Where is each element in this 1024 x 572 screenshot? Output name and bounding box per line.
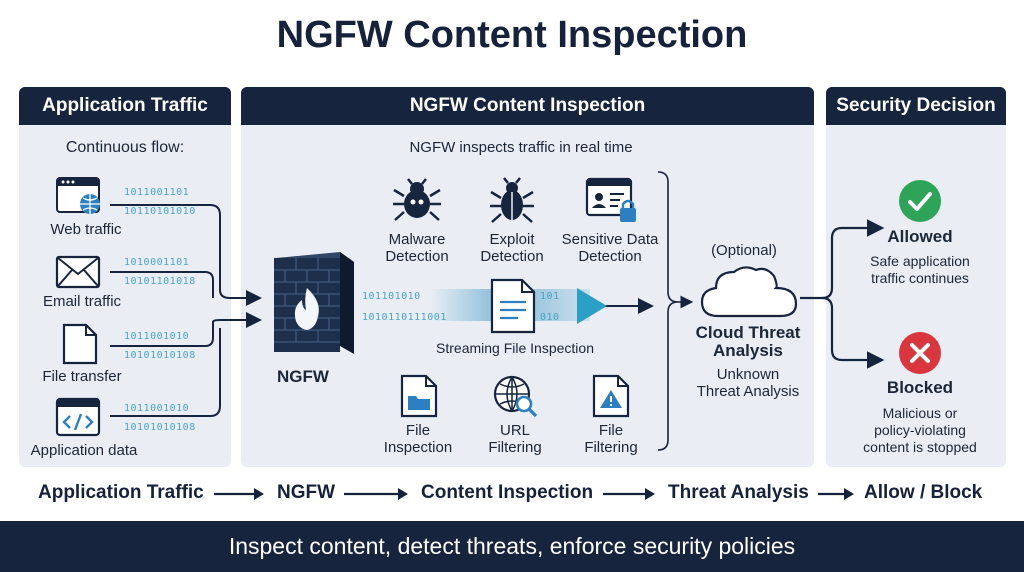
flow-step: Threat Analysis [668,482,809,503]
flow-step: Application Traffic [38,482,204,503]
bits-line: 1011001101 [124,187,190,198]
realtime-inspection-label: NGFW inspects traffic in real time [409,139,633,156]
bits-line: 1011001010 [124,331,190,342]
page-title: NGFW Content Inspection [276,14,748,56]
label-line: Filtering [488,439,542,456]
web-traffic-bits: 1011001101 10110101010 [124,186,196,218]
label-line: content is stopped [863,439,977,455]
bits-line: 1010110111001 [362,312,447,323]
label-line: Cloud Threat [695,323,801,342]
bits-line: 101 [540,291,560,302]
bits-line: 10101010108 [124,422,196,433]
bits-line: 101101010 [362,291,421,302]
globe-magnifier-icon [492,374,538,423]
cloud-icon [700,264,798,325]
application-data-bits: 1011001010 10101010108 [124,402,196,434]
bits-line: 10101010108 [124,350,196,361]
flow-summary: Application Traffic NGFW Content Inspect… [0,482,1024,506]
arrow-right-icon [818,488,854,500]
continuous-flow-label: Continuous flow: [65,139,185,156]
label-line: Filtering [584,439,638,456]
email-traffic-bits: 1010001101 10101101018 [124,256,196,288]
label-line: Analysis [713,341,783,360]
label-line: policy-violating [874,422,966,438]
label-line: Detection [480,248,544,265]
envelope-icon [55,255,101,293]
optional-label: (Optional) [711,242,777,259]
email-traffic-label: Email traffic [42,293,122,310]
security-decision-header: Security Decision [826,87,1006,125]
allowed-title: Allowed [887,227,953,246]
application-data-label: Application data [30,442,138,459]
label-line: Safe application [870,253,970,269]
arrow-right-icon [344,488,408,500]
label-line: Sensitive Data [561,231,659,248]
footer-banner: Inspect content, detect threats, enforce… [0,521,1024,572]
arrow-right-icon [603,488,655,500]
label-line: traffic continues [871,270,969,286]
browser-globe-icon [56,177,100,222]
flow-step: Content Inspection [421,482,594,503]
label-line: Detection [385,248,449,265]
streaming-file-icon [490,278,536,339]
content-inspection-header: NGFW Content Inspection [241,87,814,125]
application-traffic-panel: Application Traffic Continuous flow: [19,87,231,467]
ngfw-label: NGFW [277,367,329,386]
label-line: Malicious or [882,405,958,421]
beetle-icon [488,177,536,229]
label-line: URL [499,422,530,439]
flow-step: Allow / Block [864,482,983,503]
label-line: Detection [578,248,642,265]
stream-bits-left: 101101010 1010110111001 [362,290,447,324]
streaming-file-inspection-label: Streaming File Inspection [436,340,594,356]
check-circle-icon [898,179,942,228]
bits-line: 10101101018 [124,276,196,287]
stream-bits-right: 101 010 [540,290,560,324]
play-arrow-icon [575,286,609,331]
bits-line: 1011001010 [124,403,190,414]
file-transfer-label: File transfer [42,368,122,385]
id-card-lock-icon [585,177,638,229]
security-decision-panel: Security Decision [826,87,1006,467]
label-line: Exploit [489,231,535,248]
firewall-icon [266,250,356,365]
label-line: Inspection [383,439,453,456]
file-transfer-bits: 1011001010 10101010108 [124,330,196,362]
x-circle-icon [898,331,942,380]
label-line: Malware [388,231,446,248]
virus-bug-icon [392,178,442,229]
arrow-right-icon [214,488,264,500]
folder-document-icon [400,374,438,423]
label-line: File [405,422,431,439]
document-icon [62,323,98,370]
label-line: File [598,422,624,439]
bits-line: 010 [540,312,560,323]
flow-step: NGFW [277,482,336,503]
bits-line: 10110101010 [124,206,196,217]
document-alert-icon [592,374,630,423]
label-line: Threat Analysis [696,383,800,400]
code-window-icon [55,397,101,441]
web-traffic-label: Web traffic [50,221,122,238]
blocked-title: Blocked [886,378,954,397]
label-line: Unknown [716,366,780,383]
bits-line: 1010001101 [124,257,190,268]
application-traffic-header: Application Traffic [19,87,231,125]
